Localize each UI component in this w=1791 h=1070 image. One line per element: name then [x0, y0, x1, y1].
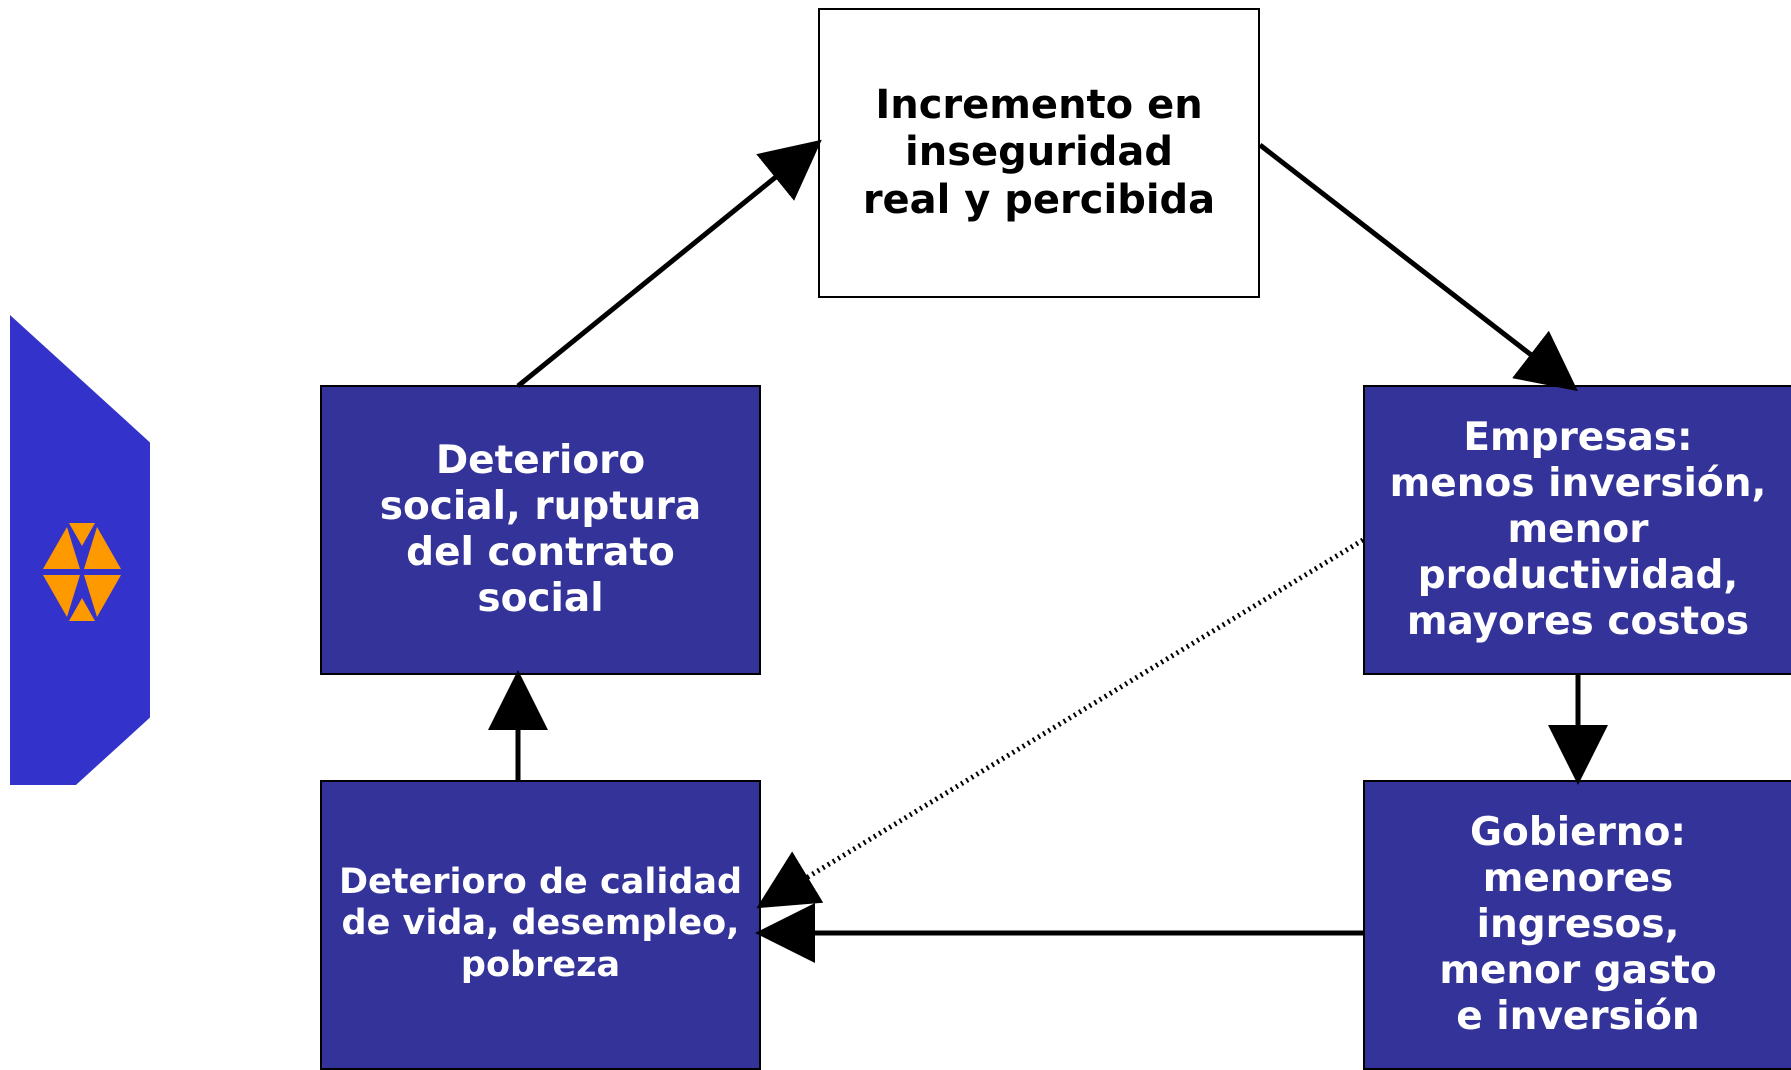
node-social-deterioration: Deterioro social, ruptura del contrato s…	[320, 385, 761, 675]
arrow-social-to-insecurity	[516, 139, 822, 388]
node-life-quality-deterioration: Deterioro de calidad de vida, desempleo,…	[320, 780, 761, 1070]
logo-segment-lower-right	[84, 575, 121, 617]
node-government-impact: Gobierno: menores ingresos, menor gasto …	[1363, 780, 1791, 1070]
logo-background-shape	[10, 315, 150, 785]
node-business-impact: Empresas: menos inversión, menor product…	[1363, 385, 1791, 675]
logo-segment-upper-right	[84, 527, 121, 569]
dotted-arrow-business-to-life-quality	[756, 537, 1365, 909]
logo-segment-top	[69, 523, 95, 546]
logo-segment-lower-left	[43, 575, 80, 617]
arrow-insecurity-to-business	[1258, 143, 1578, 392]
logo-segment-upper-left	[43, 527, 80, 569]
logo-icon	[10, 315, 150, 785]
logo-hexagon	[43, 523, 121, 621]
node-increment-insecurity: Incremento en inseguridad real y percibi…	[818, 8, 1260, 298]
logo-segment-bottom	[69, 598, 95, 621]
